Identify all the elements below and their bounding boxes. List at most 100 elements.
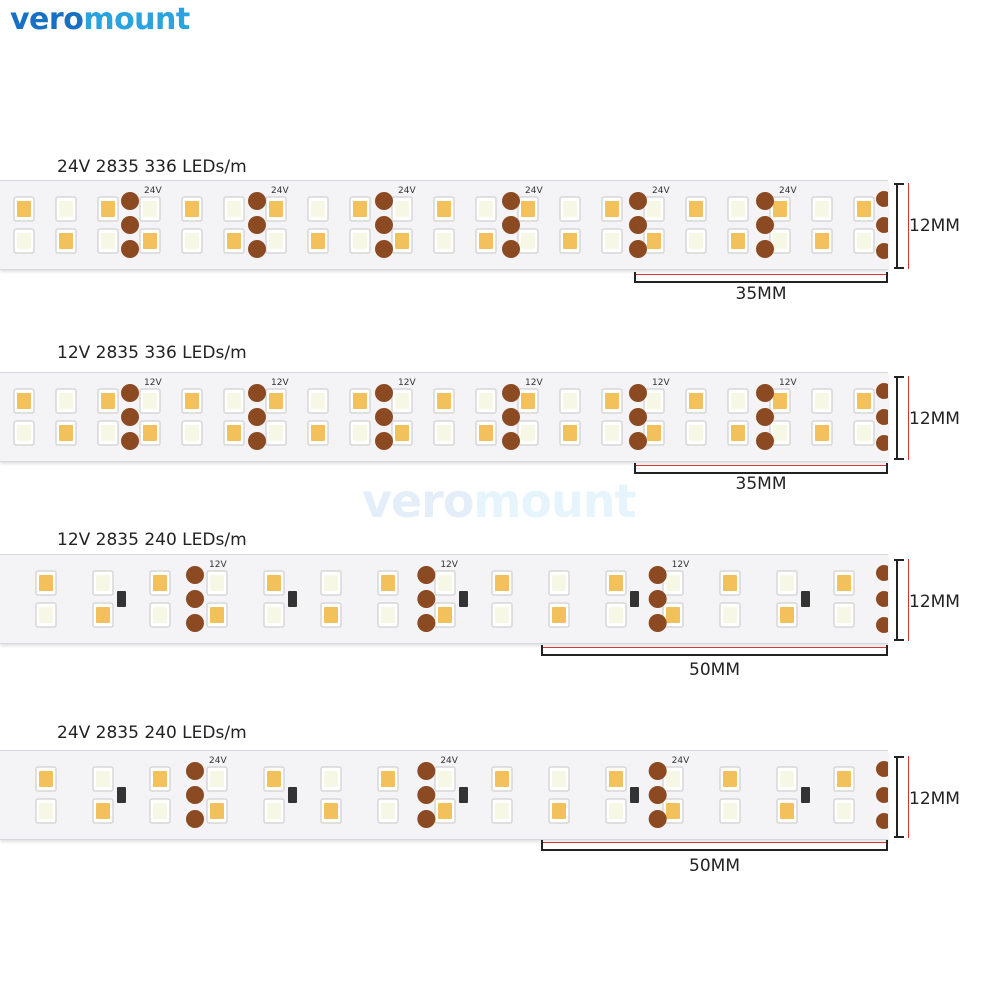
led-phosphor [666, 575, 680, 591]
led-phosphor [666, 607, 680, 623]
led-phosphor [96, 771, 110, 787]
resistor [459, 787, 468, 803]
copper-pad [502, 240, 520, 258]
led-phosphor [17, 201, 31, 217]
strip-title: 12V 2835 240 LEDs/m [57, 530, 247, 550]
led-phosphor [438, 803, 452, 819]
led-phosphor [837, 607, 851, 623]
led-phosphor [689, 201, 703, 217]
led-phosphor [267, 607, 281, 623]
cut-length-dimension-line [541, 645, 888, 656]
led-phosphor [552, 803, 566, 819]
copper-pad [502, 432, 520, 450]
led-phosphor [210, 771, 224, 787]
led-phosphor [780, 575, 794, 591]
copper-pad [629, 432, 647, 450]
led-phosphor [267, 803, 281, 819]
board-voltage-print: 24V [525, 186, 543, 196]
led-phosphor [395, 201, 409, 217]
copper-pad [876, 217, 888, 233]
width-dimension-line [894, 183, 909, 269]
led-phosphor [311, 201, 325, 217]
led-phosphor [837, 575, 851, 591]
led-phosphor [438, 607, 452, 623]
copper-pad [186, 614, 204, 632]
brand-watermark: veromount [362, 474, 637, 528]
width-dimension-line [894, 756, 909, 838]
led-phosphor [666, 803, 680, 819]
led-phosphor [552, 771, 566, 787]
led-phosphor [153, 771, 167, 787]
board-voltage-print: 12V [440, 560, 458, 570]
width-dimension-line [894, 559, 909, 641]
board-voltage-print: 24V [652, 186, 670, 196]
copper-pad [248, 384, 266, 402]
led-phosphor [647, 393, 661, 409]
copper-pad [375, 192, 393, 210]
resistor [630, 591, 639, 607]
led-phosphor [381, 803, 395, 819]
cut-length-label: 35MM [735, 474, 787, 494]
copper-pad [248, 192, 266, 210]
cut-length-label: 35MM [735, 284, 787, 304]
led-phosphor [269, 201, 283, 217]
led-phosphor [815, 233, 829, 249]
copper-pad [876, 787, 888, 803]
led-phosphor [353, 233, 367, 249]
led-phosphor [437, 201, 451, 217]
led-phosphor [96, 803, 110, 819]
copper-pad [248, 408, 266, 426]
led-phosphor [780, 771, 794, 787]
led-phosphor [269, 425, 283, 441]
copper-pad [629, 240, 647, 258]
watermark-text-part2: mount [473, 474, 636, 528]
copper-pad [417, 786, 436, 804]
led-phosphor [143, 393, 157, 409]
led-phosphor [324, 575, 338, 591]
led-phosphor [605, 201, 619, 217]
copper-pad [629, 192, 647, 210]
copper-pad [248, 240, 266, 258]
led-phosphor [395, 233, 409, 249]
led-phosphor [609, 607, 623, 623]
led-phosphor [324, 771, 338, 787]
led-phosphor [689, 425, 703, 441]
led-phosphor [837, 771, 851, 787]
led-phosphor [521, 233, 535, 249]
width-dimension-label: 12MM [909, 592, 960, 612]
board-voltage-print: 12V [271, 378, 289, 388]
led-phosphor [605, 393, 619, 409]
copper-pad [121, 240, 139, 258]
led-phosphor [59, 425, 73, 441]
led-phosphor [395, 393, 409, 409]
led-phosphor [495, 575, 509, 591]
led-phosphor [773, 425, 787, 441]
led-phosphor [17, 233, 31, 249]
copper-pad [756, 408, 774, 426]
copper-pad [876, 591, 888, 607]
led-phosphor [227, 425, 241, 441]
width-dimension-line [894, 376, 909, 460]
led-phosphor [153, 803, 167, 819]
led-phosphor [437, 233, 451, 249]
led-phosphor [857, 233, 871, 249]
led-phosphor [609, 771, 623, 787]
led-phosphor [731, 233, 745, 249]
led-phosphor [324, 803, 338, 819]
copper-pad [186, 810, 204, 828]
led-phosphor [437, 393, 451, 409]
resistor [117, 787, 126, 803]
led-phosphor [479, 201, 493, 217]
led-phosphor [267, 575, 281, 591]
resistor [288, 787, 297, 803]
width-dimension-label: 12MM [909, 789, 960, 809]
led-phosphor [438, 771, 452, 787]
copper-pad [629, 408, 647, 426]
led-phosphor [666, 771, 680, 787]
led-phosphor [605, 425, 619, 441]
cut-length-dimension-line [634, 463, 888, 474]
led-phosphor [773, 233, 787, 249]
led-phosphor [59, 233, 73, 249]
